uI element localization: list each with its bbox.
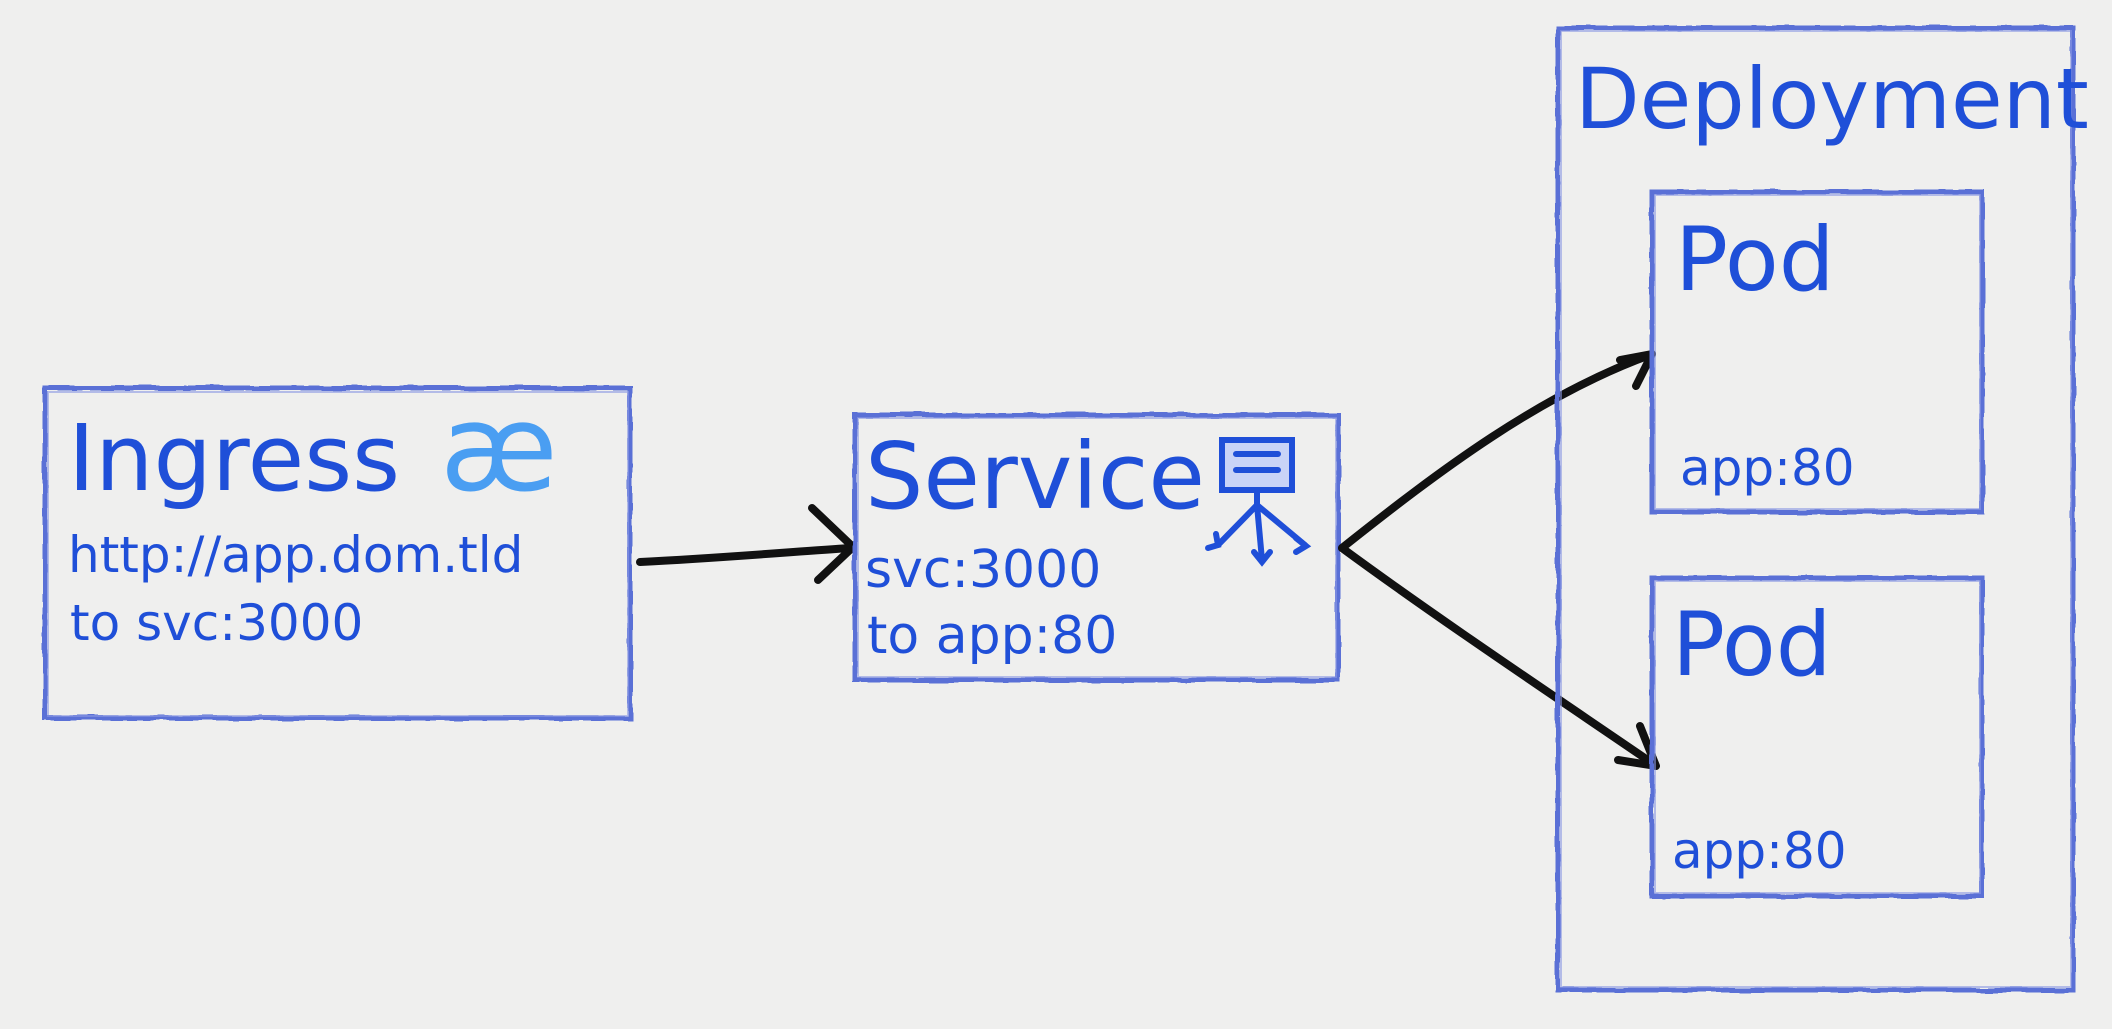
pod-box-border [1649,575,1985,899]
service-network-icon [1205,437,1312,567]
deployment-title: Deployment [1575,50,2089,148]
ingress-logo-icon: æ [440,380,558,519]
deployment-box-border [1555,25,2076,993]
ingress-box-border [42,385,633,721]
pod-port-text: app:80 [1680,439,1855,497]
pod-box-border [1649,189,1985,515]
service-box-border [852,412,1341,683]
pod-port-text: app:80 [1672,822,1847,880]
pod-box: Pod app:80 [1649,189,1985,515]
service-title: Service [865,423,1205,530]
ingress-title: Ingress [68,405,400,512]
arrow-service-to-pod-2 [1338,544,1660,770]
service-port-text: svc:3000 [865,540,1101,600]
deployment-box: Deployment Pod app:80 Pod app:80 [1555,25,2089,993]
arrow-service-to-pod-1 [1338,350,1656,552]
arrow-ingress-to-service [636,504,857,584]
pod-title: Pod [1675,208,1835,311]
pod-box: Pod app:80 [1649,575,1985,899]
ingress-box: Ingress æ http://app.dom.tld to svc:3000 [42,380,633,721]
pod-title: Pod [1672,593,1832,696]
ingress-target-text: to svc:3000 [70,594,363,652]
ingress-host-text: http://app.dom.tld [68,526,523,584]
service-box: Service svc:3000 to app:80 [852,412,1341,683]
service-target-text: to app:80 [867,606,1117,666]
